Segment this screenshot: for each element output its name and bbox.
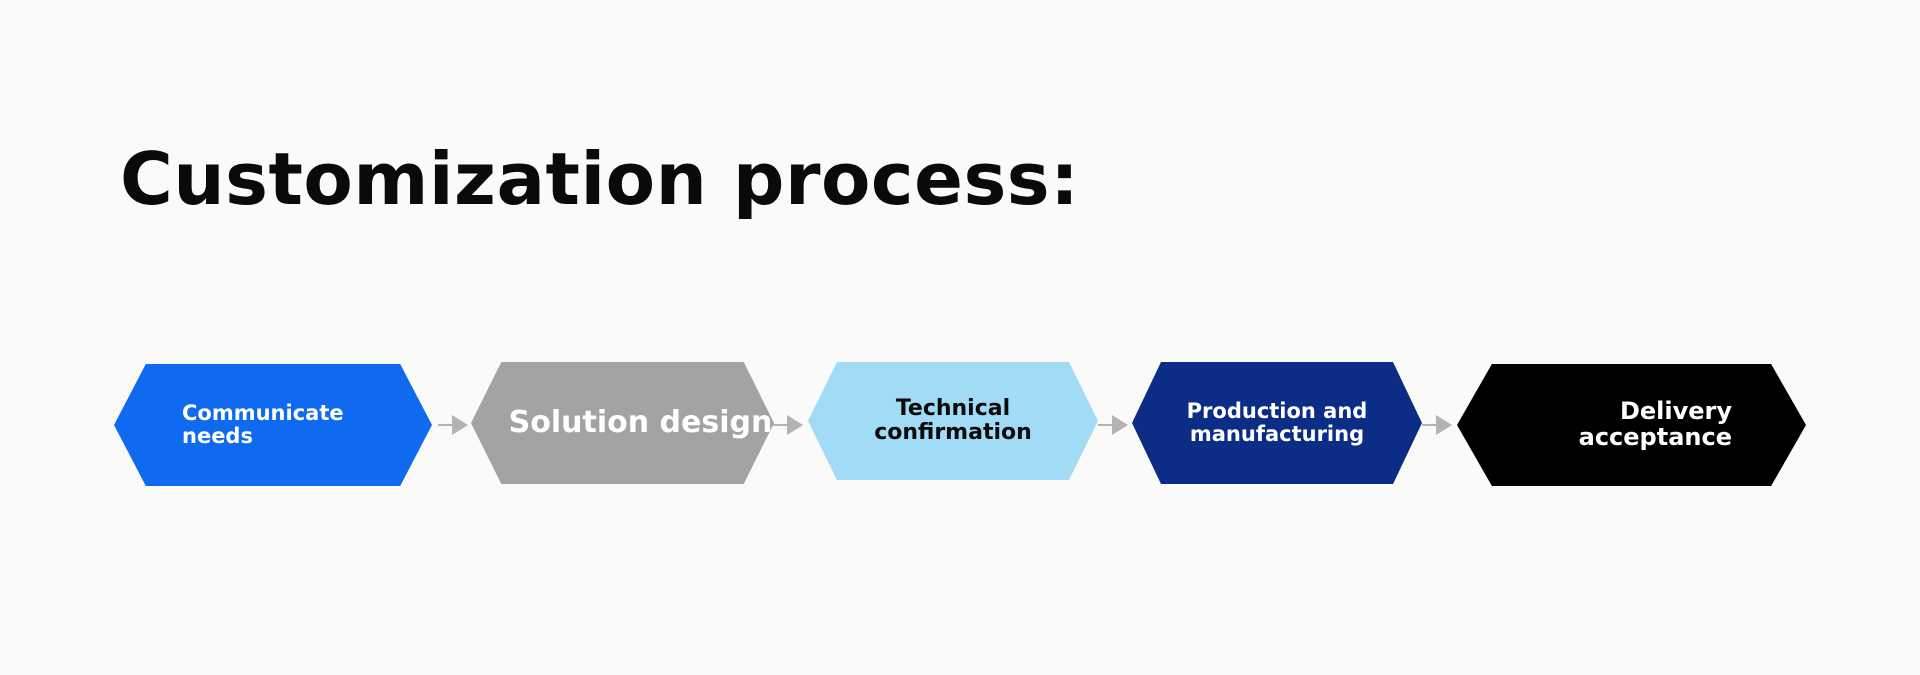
step-technical-confirmation: Technical confirmation <box>808 362 1098 480</box>
arrow-right-icon <box>1098 415 1128 435</box>
arrow-right-icon <box>1422 415 1452 435</box>
arrow-right-icon <box>438 415 468 435</box>
arrow-right-icon <box>773 415 803 435</box>
page-title: Customization process: <box>120 137 1080 221</box>
step-communicate-needs: Communicate needs <box>114 364 432 486</box>
step-delivery-acceptance: Delivery acceptance <box>1457 364 1806 486</box>
step-solution-design: Solution design <box>471 362 774 484</box>
step-production-and-manufacturing: Production and manufacturing <box>1132 362 1422 484</box>
